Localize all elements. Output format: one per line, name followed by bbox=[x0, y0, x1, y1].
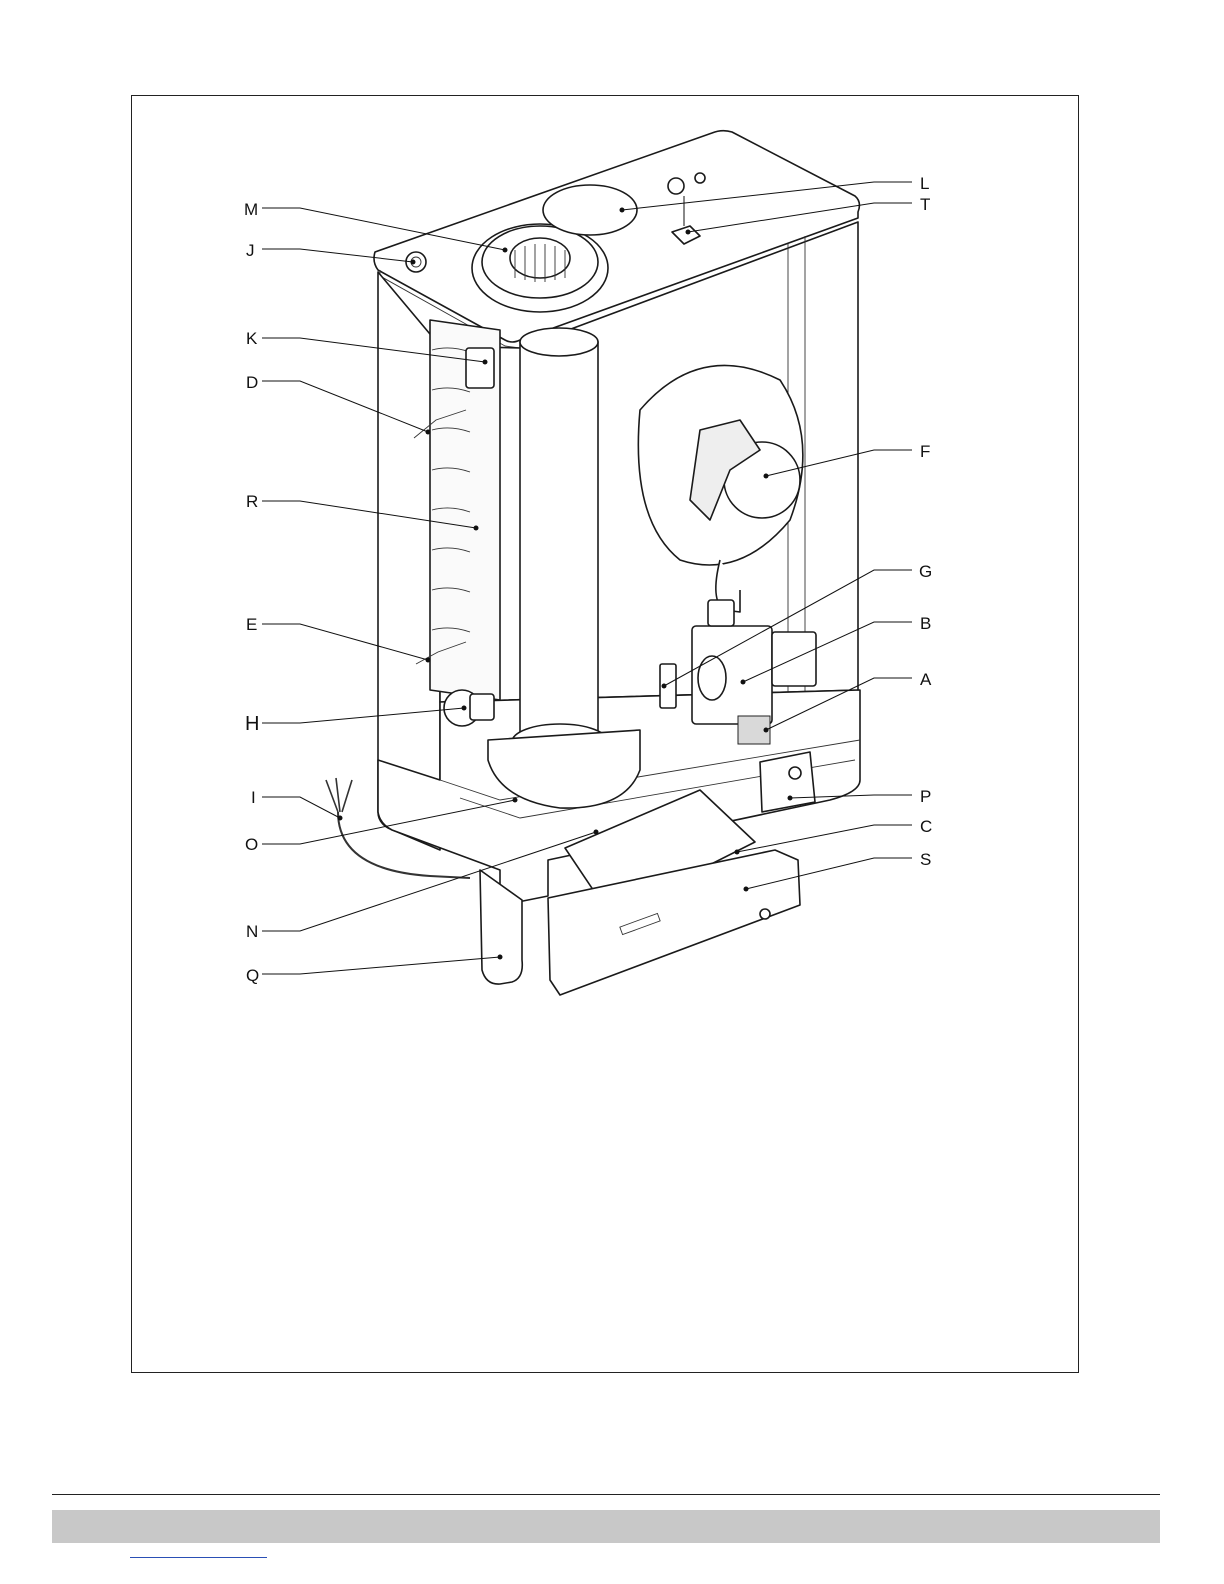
callout-Q: Q bbox=[246, 966, 259, 985]
callout-E: E bbox=[246, 615, 257, 634]
callout-T: T bbox=[920, 195, 930, 214]
callout-M: M bbox=[244, 200, 258, 219]
leader-Q bbox=[262, 957, 500, 974]
side-bracket bbox=[760, 752, 815, 812]
callout-F: F bbox=[920, 442, 930, 461]
callout-B: B bbox=[920, 614, 931, 633]
flue-outlet-inner bbox=[510, 238, 570, 278]
sensor-bracket bbox=[466, 348, 494, 388]
flue-pipe bbox=[520, 338, 598, 738]
callout-A: A bbox=[920, 670, 932, 689]
footer-link-underline[interactable] bbox=[130, 1557, 267, 1558]
callout-I: I bbox=[251, 788, 256, 807]
callout-L: L bbox=[920, 174, 929, 193]
callout-P: P bbox=[920, 787, 931, 806]
callout-S: S bbox=[920, 850, 931, 869]
callout-R: R bbox=[246, 492, 258, 511]
leader-I bbox=[262, 797, 340, 818]
boiler-illustration bbox=[326, 131, 860, 995]
callout-D: D bbox=[246, 373, 258, 392]
callout-G: G bbox=[919, 562, 932, 581]
callout-N: N bbox=[246, 922, 258, 941]
callout-H: H bbox=[245, 713, 259, 735]
callout-O: O bbox=[245, 835, 258, 854]
callout-J: J bbox=[246, 241, 255, 260]
footer-band bbox=[52, 1510, 1160, 1543]
leader-C bbox=[737, 825, 912, 852]
callout-C: C bbox=[920, 817, 932, 836]
footer-rule bbox=[52, 1494, 1160, 1495]
callout-K: K bbox=[246, 329, 258, 348]
